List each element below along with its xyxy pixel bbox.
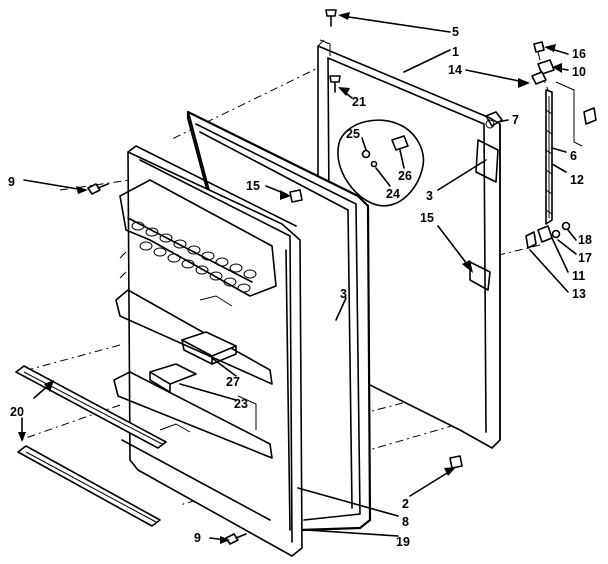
label-part-9-top: 9 (8, 175, 15, 189)
label-part-10: 10 (572, 65, 586, 79)
label-part-21: 21 (352, 95, 366, 109)
label-part-7: 7 (512, 113, 519, 127)
label-part-24: 24 (386, 187, 400, 201)
label-part-3-lower: 3 (340, 287, 347, 301)
label-part-23: 23 (234, 397, 248, 411)
label-part-15-left: 15 (246, 179, 260, 193)
hinge-cover-patch (337, 119, 425, 207)
label-part-25: 25 (346, 127, 360, 141)
label-part-2: 2 (402, 497, 409, 511)
label-part-1: 1 (452, 45, 459, 59)
label-part-5: 5 (452, 25, 459, 39)
hinge-bracket (485, 111, 503, 129)
label-part-12: 12 (570, 173, 584, 187)
label-part-9-bottom: 9 (194, 531, 201, 545)
label-part-19: 19 (396, 535, 410, 549)
label-part-16: 16 (572, 47, 586, 61)
door-stop-rod (545, 81, 583, 225)
label-part-14: 14 (448, 63, 462, 77)
bracket-parts-lower (525, 221, 571, 249)
label-part-20: 20 (10, 405, 24, 419)
label-part-3-upper: 3 (426, 189, 433, 203)
label-part-18: 18 (578, 233, 592, 247)
door-shelf-bars (15, 365, 167, 527)
label-part-15-right: 15 (420, 211, 434, 225)
part-number-labels: 5 1 14 16 10 21 7 25 6 26 12 9 15 24 3 1… (8, 25, 592, 549)
label-part-26: 26 (398, 169, 412, 183)
small-hinge-parts (531, 41, 597, 125)
label-part-11: 11 (572, 269, 585, 283)
inner-door-liner (113, 145, 303, 557)
label-part-27: 27 (226, 375, 240, 389)
label-part-6: 6 (570, 149, 577, 163)
label-part-17: 17 (578, 251, 592, 265)
label-part-8: 8 (402, 515, 409, 529)
screws (87, 9, 463, 545)
label-part-13: 13 (572, 287, 586, 301)
egg-tray (131, 221, 257, 293)
leader-lines (18, 12, 577, 544)
